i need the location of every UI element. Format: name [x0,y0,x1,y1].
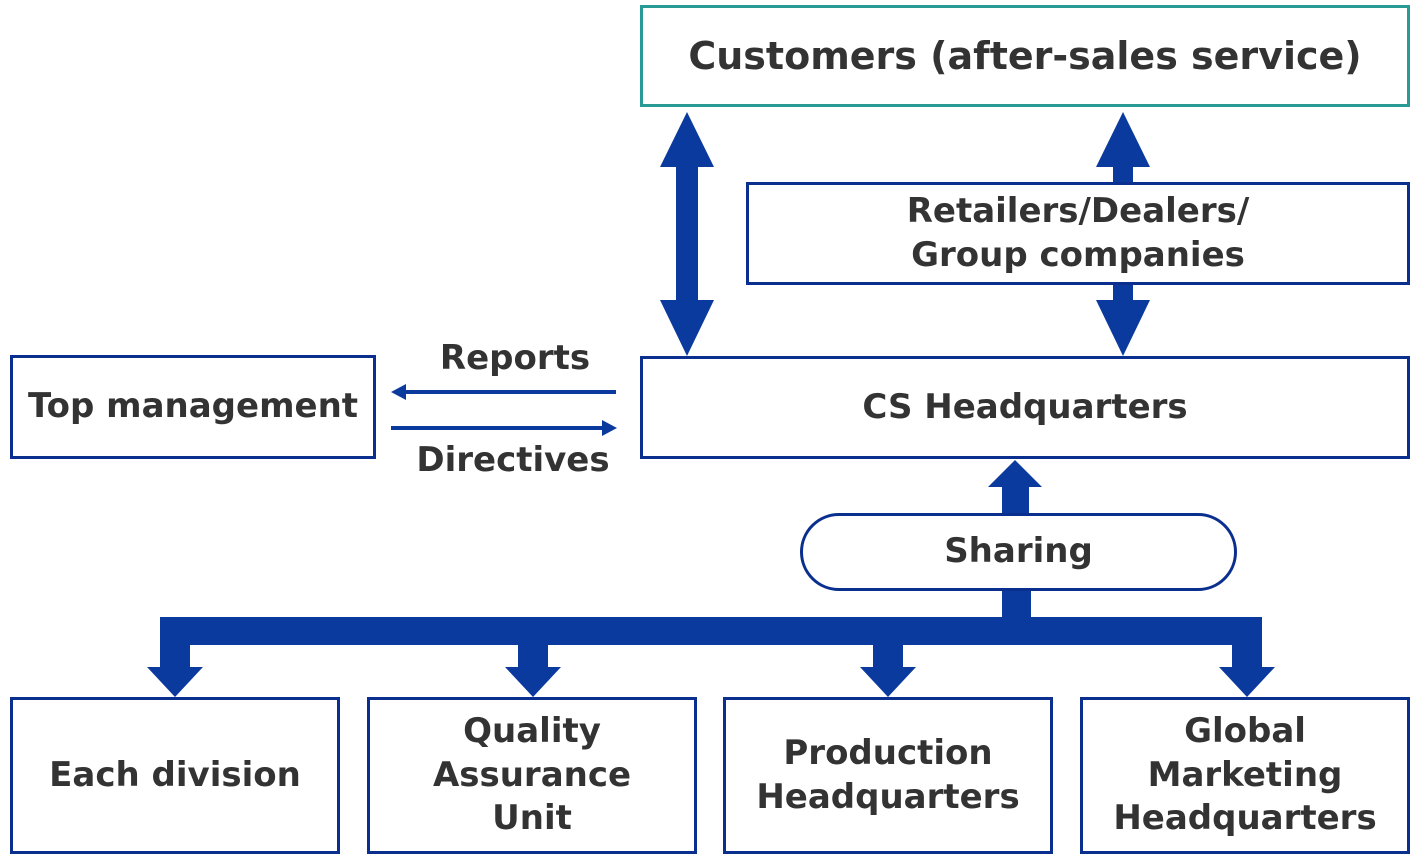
reports-arrow [391,384,616,400]
customers-cs-double-arrow [660,112,714,356]
cs-headquarters-label: CS Headquarters [862,386,1188,427]
qa-label-line2: Assurance [432,754,632,795]
qa-label-line3: Unit [492,798,572,839]
production-label-line2: Headquarters [756,776,1020,817]
reports-label: Reports [439,338,591,378]
top-management-node: Top management [10,355,376,459]
sharing-to-cs-arrow [988,460,1042,515]
retailers-to-customers-arrow [1096,112,1150,184]
directives-arrow [391,420,617,436]
each-division-node: Each division [10,697,340,854]
production-headquarters-node: Production Headquarters [723,697,1053,854]
retailers-label-line1: Retailers/Dealers/ [906,190,1250,231]
qa-label-line1: Quality [463,711,601,752]
production-label-line1: Production [783,732,993,773]
retailers-to-cs-arrow [1096,285,1150,356]
each-division-label: Each division [49,754,301,795]
sharing-label: Sharing [944,531,1093,572]
quality-assurance-node: Quality Assurance Unit [367,697,697,854]
global-marketing-label-line3: Headquarters [1113,798,1377,839]
customers-label: Customers (after-sales service) [688,33,1362,78]
distribution-bus [147,590,1275,697]
cs-headquarters-node: CS Headquarters [640,356,1410,459]
retailers-node: Retailers/Dealers/ Group companies [746,182,1410,285]
sharing-node: Sharing [800,513,1237,591]
top-management-label: Top management [27,386,359,427]
retailers-label-line2: Group companies [911,234,1245,275]
customers-node: Customers (after-sales service) [640,5,1410,107]
global-marketing-node: Global Marketing Headquarters [1080,697,1410,854]
directives-label: Directives [416,440,610,480]
global-marketing-label-line1: Global [1184,711,1306,752]
global-marketing-label-line2: Marketing [1147,754,1343,795]
